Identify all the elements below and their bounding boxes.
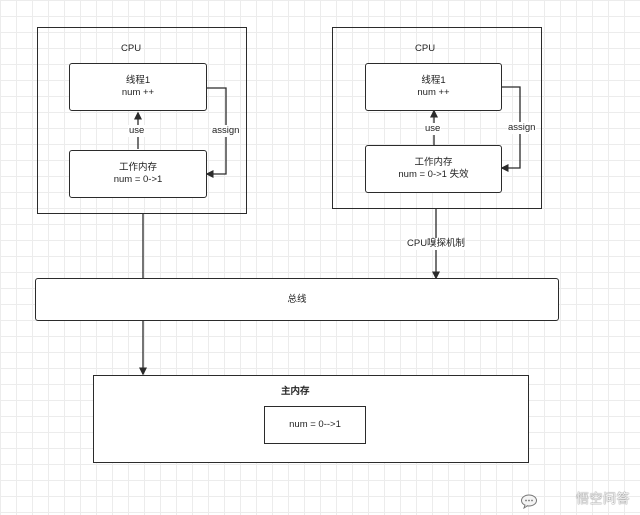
main-memory-value-box: num = 0-->1 — [264, 406, 366, 444]
speech-bubble-icon — [521, 494, 537, 509]
memory-value: num = 0->1 — [113, 174, 163, 185]
thread-name: 线程1 — [421, 75, 446, 86]
left-use-label: use — [128, 125, 146, 137]
cpu-left-container: CPU — [37, 27, 247, 214]
right-use-label: use — [424, 123, 442, 135]
watermark-text: 悟空问答 — [575, 491, 630, 506]
cpu-left-title: CPU — [121, 43, 142, 54]
memory-value: num = 0->1 失效 — [398, 169, 469, 180]
bus-label: 总线 — [287, 294, 307, 305]
memory-name: 工作内存 — [118, 162, 157, 173]
cpu-left-memory-box: 工作内存 num = 0->1 — [69, 150, 207, 198]
cpu-right-memory-box: 工作内存 num = 0->1 失效 — [365, 145, 502, 193]
left-assign-label: assign — [211, 125, 241, 137]
thread-op: num ++ — [417, 87, 450, 98]
thread-name: 线程1 — [125, 75, 151, 86]
cpu-right-thread-box: 线程1 num ++ — [365, 63, 502, 111]
bus-box: 总线 — [35, 278, 559, 321]
cpu-right-container: CPU — [332, 27, 542, 209]
cpu-sniff-label: CPU嗅探机制 — [406, 238, 467, 250]
cpu-right-title: CPU — [415, 43, 436, 54]
right-assign-label: assign — [507, 122, 537, 134]
memory-name: 工作内存 — [414, 157, 453, 168]
main-memory-value: num = 0-->1 — [289, 419, 341, 430]
cpu-left-thread-box: 线程1 num ++ — [69, 63, 207, 111]
thread-op: num ++ — [121, 87, 155, 98]
main-memory-title: 主内存 — [281, 386, 310, 397]
